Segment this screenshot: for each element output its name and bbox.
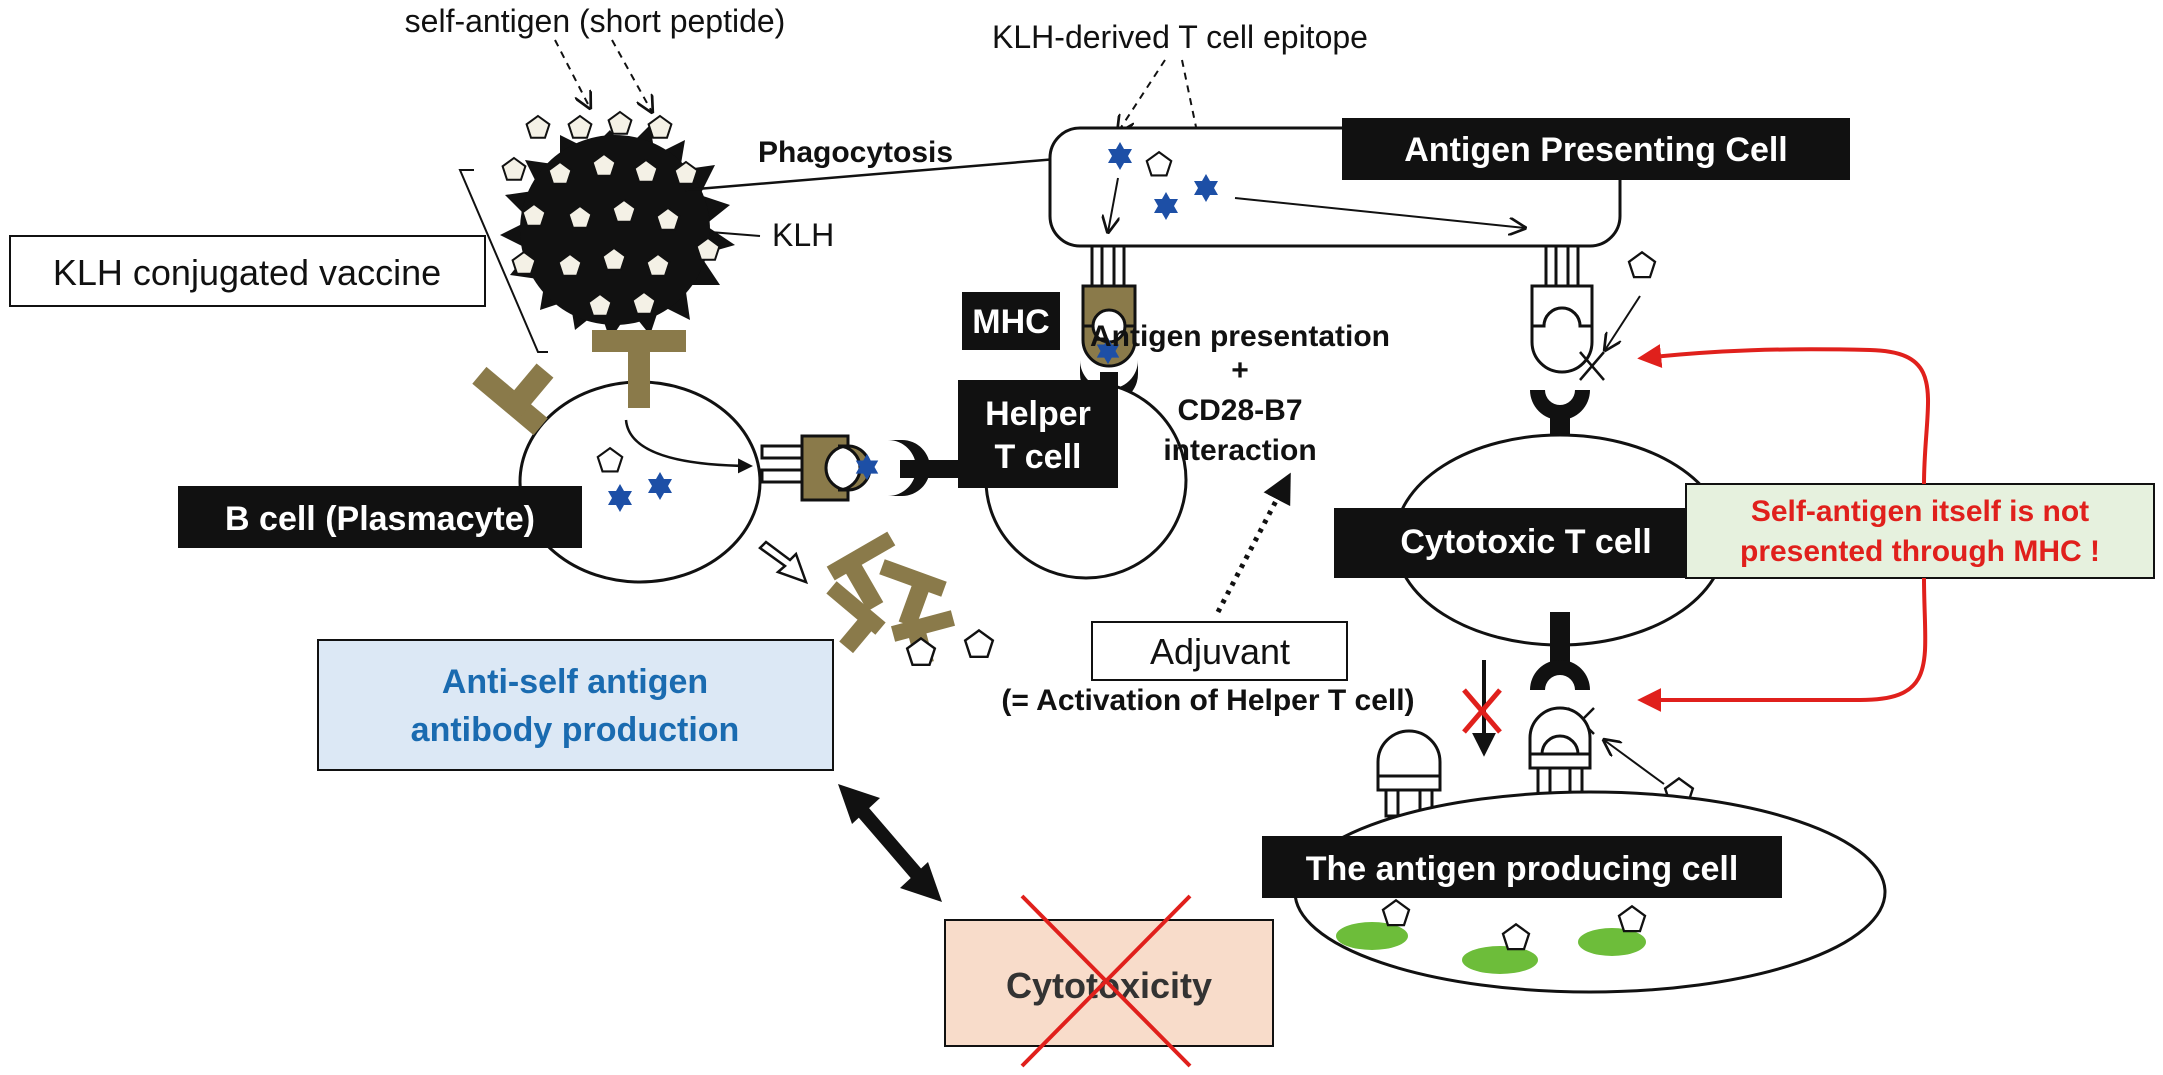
mhc-label: MHC [972, 303, 1049, 341]
pentagon-self-antigen [525, 115, 551, 139]
self-antigen-pentagon [963, 629, 995, 658]
activation-label: (= Activation of Helper T cell) [1001, 684, 1414, 717]
b-cell-body [518, 380, 762, 584]
self-not-presented-box [1685, 483, 2155, 579]
pentagon-self-antigen [647, 115, 673, 139]
pentagon-self-antigen [501, 157, 527, 181]
klh-pointer-line [709, 231, 761, 237]
klh-epitope-label: KLH-derived T cell epitope [992, 19, 1368, 55]
b-cell-label: B cell (Plasmacyte) [225, 500, 535, 538]
red-curved-arrow-bottom [1637, 577, 1928, 712]
self-antigen-pentagon [1627, 251, 1657, 279]
antibody-production-box [317, 639, 834, 771]
double-headed-arrow [838, 784, 942, 902]
b-cell-label-box [178, 486, 582, 548]
helper-t-label-line2: T cell [995, 438, 1082, 476]
cytotoxic-tcr-top [1530, 390, 1590, 443]
green-vesicle [1336, 922, 1408, 950]
self-antigen-label: self-antigen (short peptide) [405, 3, 786, 39]
secretion-arrow [758, 540, 809, 585]
cytotoxic-t-label-box [1334, 508, 1718, 578]
antigen-producing-cell-label: The antigen producing cell [1306, 850, 1739, 888]
apc-epitope-arrow-right [1234, 197, 1525, 228]
pentagon-self-antigen [607, 111, 633, 135]
adjuvant-label: Adjuvant [1150, 631, 1290, 672]
klh-vaccine-label: KLH conjugated vaccine [53, 252, 441, 293]
antigen-presentation-line3: CD28-B7 [1177, 394, 1302, 427]
cytotoxic-t-label: Cytotoxic T cell [1400, 523, 1651, 561]
klh-vaccine-label-box [9, 235, 486, 307]
green-vesicle [1462, 946, 1538, 974]
self-antigen-dashed-arrow-2 [611, 39, 652, 112]
helper-t-label-line1: Helper [985, 395, 1091, 433]
self-antigen-approach-arrow-top [1605, 295, 1641, 350]
antigen-presentation-line1: Antigen presentation [1090, 320, 1390, 353]
apc-label-box [1342, 118, 1850, 180]
antigen-presentation-line4: interaction [1163, 434, 1316, 467]
secreted-antibodies [826, 531, 956, 666]
self-antigen-dashed-arrow-1 [554, 39, 590, 108]
vaccine-bracket [458, 169, 548, 353]
antibody [842, 558, 884, 612]
b-cell-receptor [592, 330, 686, 408]
apc-left-stalk [1090, 244, 1126, 288]
apc-label: Antigen Presenting Cell [1404, 131, 1788, 169]
self-not-presented-line1: Self-antigen itself is not [1751, 495, 2089, 528]
antibody [898, 578, 932, 628]
antigen-producing-cell-label-box [1262, 836, 1782, 898]
adjuvant-dotted-arrow [1215, 472, 1291, 614]
antibody-production-line2: antibody production [411, 711, 740, 749]
phagocytosis-label: Phagocytosis [758, 136, 953, 169]
phagocytosis-arrow [684, 155, 1105, 192]
cytotoxic-tcr-bottom [1530, 612, 1590, 690]
antibody [890, 610, 956, 642]
antibody-production-line1: Anti-self antigen [442, 663, 708, 701]
apc-right-stalk [1544, 244, 1580, 288]
self-antigen-approach-arrow-bottom [1604, 740, 1665, 785]
b-cell-internalization-arrow [624, 419, 753, 474]
klh-label: KLH [772, 217, 834, 253]
b-cell-mhc-tcr-contact [760, 434, 962, 502]
antibody [839, 610, 879, 654]
antigen-presentation-line2: + [1231, 354, 1249, 387]
mhc-complex-empty-bottom [1528, 706, 1592, 808]
mhc-complex-empty-top [1530, 284, 1594, 374]
apc-epitope-arrow-down [1108, 177, 1118, 232]
killing-blocked-red-x [1462, 688, 1502, 734]
helper-t-label-box [958, 380, 1118, 488]
adjuvant-label-box [1091, 621, 1348, 681]
block-x-top [1579, 351, 1605, 381]
mhc-complex-green-peptide [1376, 729, 1442, 818]
mhc-label-box [962, 292, 1060, 350]
klh-epitope-dashed-arrow-1 [1118, 59, 1166, 132]
green-vesicle [1578, 928, 1646, 956]
red-curved-arrow-top [1637, 344, 1931, 485]
self-not-presented-line2: presented through MHC ! [1740, 535, 2100, 568]
pentagon-self-antigen [567, 115, 593, 139]
cytotoxicity-red-x [1020, 894, 1192, 1068]
klh-vaccine-particle [500, 125, 735, 340]
free-antibody [472, 363, 554, 436]
